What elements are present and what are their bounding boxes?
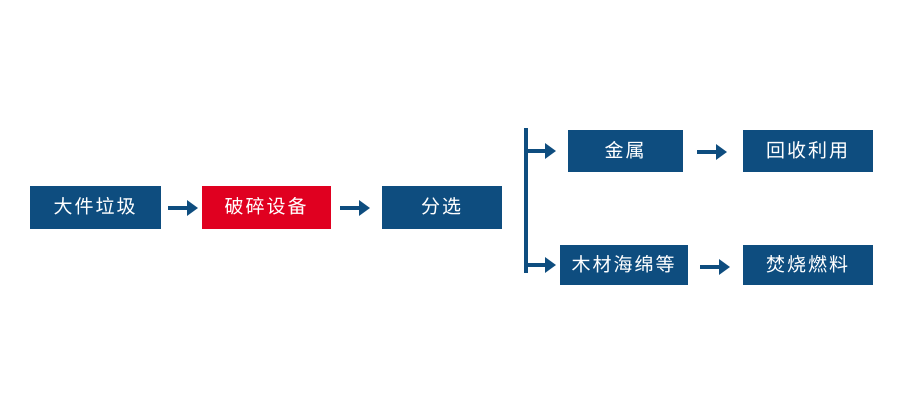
arrow-head bbox=[187, 200, 198, 216]
branch-arrow-to-wood-sponge bbox=[524, 253, 556, 277]
node-bulky-waste[interactable]: 大件垃圾 bbox=[30, 186, 161, 229]
arrow-shaft bbox=[524, 263, 548, 267]
arrow-shaft bbox=[697, 150, 719, 154]
arrow-shaft bbox=[340, 206, 362, 210]
branch-arrow-to-metal bbox=[524, 139, 556, 163]
arrow-metal-to-recycling bbox=[697, 140, 727, 164]
branch-trunk-vertical-line bbox=[524, 128, 528, 273]
arrow-shaft bbox=[524, 149, 548, 153]
arrow-head bbox=[716, 144, 727, 160]
arrow-bulky-waste-to-crushing bbox=[168, 196, 198, 220]
arrow-shaft bbox=[700, 265, 722, 269]
node-crushing-equipment[interactable]: 破碎设备 bbox=[202, 186, 331, 229]
node-recycling[interactable]: 回收利用 bbox=[743, 130, 873, 172]
node-incineration-fuel[interactable]: 焚烧燃料 bbox=[743, 245, 873, 285]
arrow-head bbox=[719, 259, 730, 275]
arrow-head bbox=[545, 143, 556, 159]
arrow-head bbox=[359, 200, 370, 216]
node-metal[interactable]: 金属 bbox=[568, 130, 683, 172]
arrow-wood-to-incineration bbox=[700, 255, 730, 279]
node-sorting[interactable]: 分选 bbox=[382, 186, 502, 229]
arrow-shaft bbox=[168, 206, 190, 210]
node-wood-sponge-etc[interactable]: 木材海绵等 bbox=[560, 245, 688, 285]
arrow-crushing-to-sorting bbox=[340, 196, 370, 220]
arrow-head bbox=[545, 257, 556, 273]
